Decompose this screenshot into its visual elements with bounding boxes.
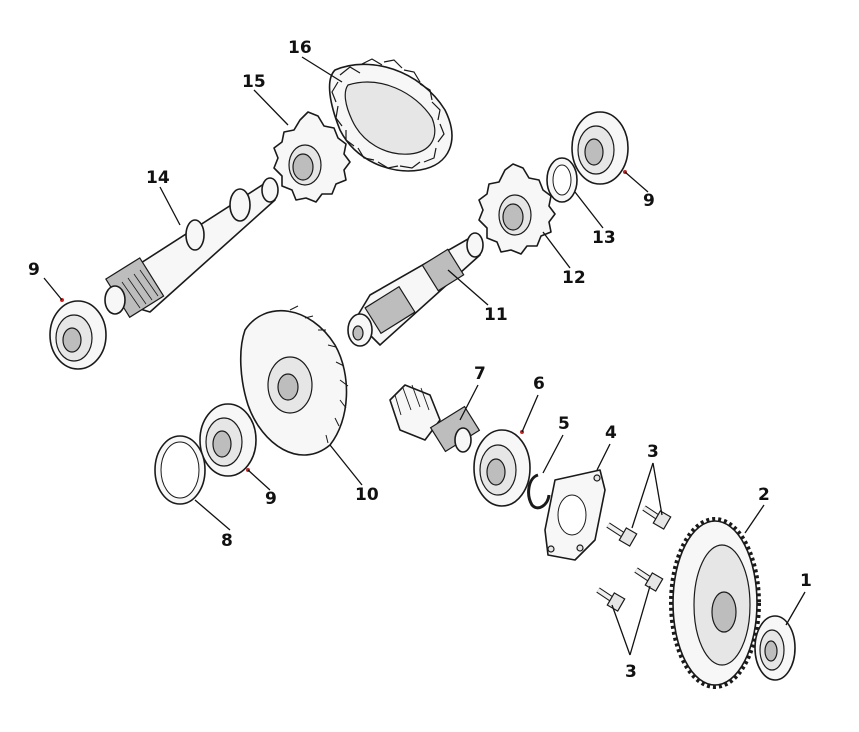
part-pinion-gear <box>389 384 481 453</box>
part-sprocket-right <box>478 163 556 255</box>
part-bearing-small <box>754 615 796 681</box>
callout-labels: 1 2 3 3 4 5 6 7 8 9 9 9 10 11 12 13 14 1… <box>28 38 812 682</box>
callout-8: 8 <box>221 531 233 551</box>
callout-7: 7 <box>474 364 486 384</box>
callout-13: 13 <box>592 228 616 248</box>
callout-15: 15 <box>242 72 266 92</box>
part-retainer-plate <box>544 469 606 561</box>
part-circlip <box>527 473 551 510</box>
callout-3-bottom: 3 <box>625 662 637 682</box>
callout-6: 6 <box>533 374 545 394</box>
part-drive-chain <box>328 58 453 172</box>
part-bearing-pinion <box>473 429 531 507</box>
part-bearing-middle <box>199 403 257 477</box>
part-output-shaft <box>104 177 279 319</box>
callout-9-left: 9 <box>28 260 40 280</box>
callout-10: 10 <box>355 485 379 505</box>
callout-1: 1 <box>800 571 812 591</box>
callout-9-top-right: 9 <box>643 191 655 211</box>
part-spur-gear <box>669 517 761 689</box>
part-sprocket-small <box>273 111 351 203</box>
callout-12: 12 <box>562 268 586 288</box>
part-bolts <box>596 505 672 612</box>
part-bearing-left <box>49 298 107 370</box>
callout-4: 4 <box>605 423 617 443</box>
part-input-shaft <box>347 232 484 347</box>
callout-2: 2 <box>758 485 770 505</box>
callout-9-middle: 9 <box>265 489 277 509</box>
callout-11: 11 <box>484 305 508 325</box>
part-ring <box>154 435 206 505</box>
callout-5: 5 <box>558 414 570 434</box>
part-washer <box>546 157 578 203</box>
part-bevel-gear <box>239 305 349 456</box>
callout-3-top: 3 <box>647 442 659 462</box>
callout-16: 16 <box>288 38 312 58</box>
part-bearing-top-right <box>571 111 629 185</box>
leader-lines <box>43 56 806 656</box>
callout-14: 14 <box>146 168 170 188</box>
